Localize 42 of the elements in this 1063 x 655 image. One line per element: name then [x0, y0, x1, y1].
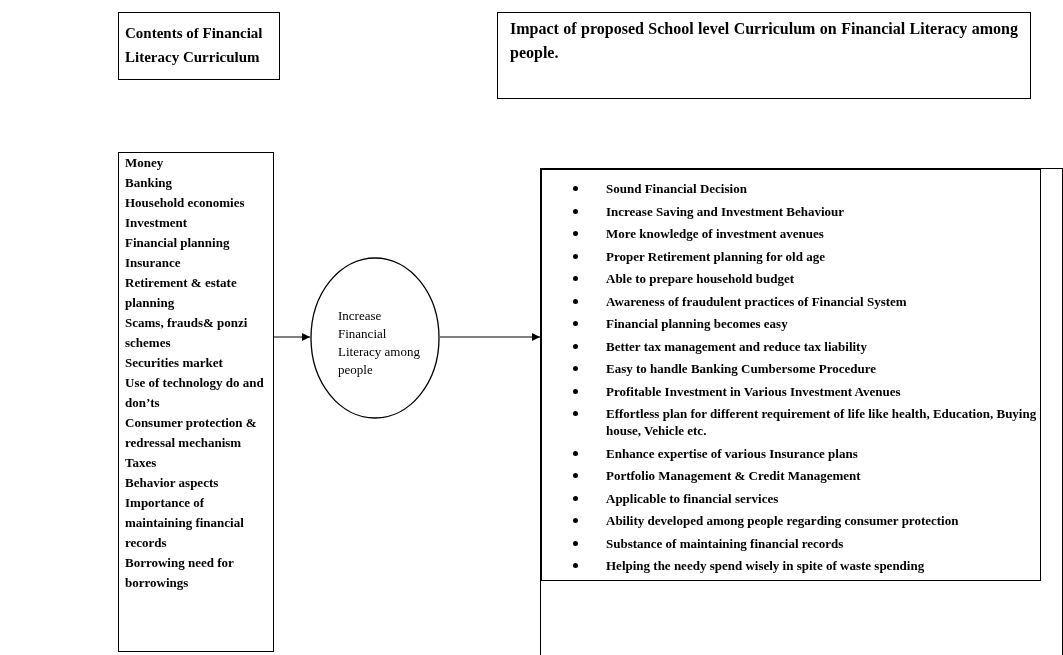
arrow — [439, 333, 541, 341]
bullet-text: Effortless plan for different requirement of life like health, Education, Buying house, Vehicle etc. — [606, 406, 1037, 438]
list-box — [540, 168, 1063, 655]
list-item: Scams, frauds& ponzi schemes — [125, 314, 249, 352]
bullet-text: Better tax management and reduce tax liability — [606, 338, 867, 354]
list-item: Banking — [125, 174, 173, 192]
list-box — [118, 152, 274, 652]
list-item: Use of technology do and don’ts — [125, 374, 265, 412]
list-item: Household economies — [125, 194, 246, 212]
list-item: Consumer protection & redressal mechanism — [125, 414, 258, 452]
ellipse-label: Increase Financial Literacy among people — [338, 307, 420, 379]
list-item: Behavior aspects — [125, 474, 220, 492]
arrow — [273, 333, 311, 341]
bullet-text: Portfolio Management & Credit Management — [606, 468, 861, 483]
list-item: Investment — [125, 214, 189, 232]
title-box — [497, 12, 1031, 99]
list-item: Taxes — [125, 454, 158, 472]
bullet-text: Financial planning becomes easy — [606, 316, 788, 331]
bullet-text: Substance of maintaining financial records — [606, 535, 844, 551]
bullet-text: Enhance expertise of various Insurance plans — [606, 445, 858, 461]
bullet-text: More knowledge of investment avenues — [606, 226, 824, 241]
list-item: Importance of maintaining financial records — [125, 494, 245, 552]
title-text: Impact of proposed School level Curriculum on Financial Literacy among people. — [510, 19, 1018, 64]
list-item: Securities market — [125, 354, 224, 372]
bullet-text: Increase Saving and Investment Behaviour — [606, 203, 845, 219]
list-item: Money — [125, 154, 165, 172]
bullet-text: Easy to handle Banking Cumbersome Procedure — [606, 361, 876, 376]
bullet-text: Sound Financial Decision — [606, 181, 747, 196]
bullet-text: Ability developed among people regarding consumer protection — [606, 513, 959, 528]
list-item: Retirement & estate planning — [125, 274, 238, 312]
bullet-text: Awareness of fraudulent practices of Financial System — [606, 293, 907, 309]
list-item: Borrowing need for borrowings — [125, 554, 235, 592]
bullet-text: Helping the needy spend wisely in spite of waste spending — [606, 558, 925, 573]
bullet-text: Proper Retirement planning for old age — [606, 248, 825, 264]
list-item: Financial planning — [125, 234, 231, 252]
list-item: Insurance — [125, 254, 182, 272]
title-text: Contents of Financial Literacy Curriculum — [125, 24, 264, 67]
ellipse-node — [310, 257, 440, 419]
bullet-text: Able to prepare household budget — [606, 271, 795, 286]
bullet-text: Profitable Investment in Various Investment Avenues — [606, 383, 901, 399]
bullet-text: Applicable to financial services — [606, 490, 779, 506]
title-box — [118, 12, 280, 80]
